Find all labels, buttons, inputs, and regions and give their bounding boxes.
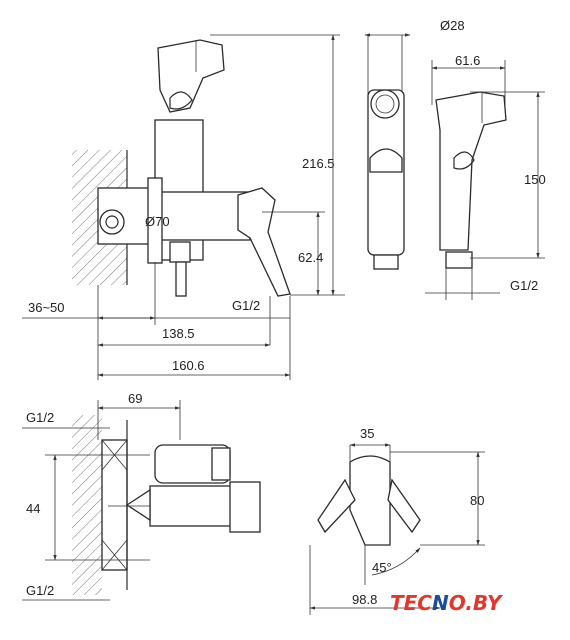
dim-lever-angle: 45° <box>372 560 392 575</box>
dim-width-69: 69 <box>128 391 142 406</box>
dim-head-height: 150 <box>524 172 546 187</box>
lever-handle <box>349 455 391 546</box>
dim-lever-depth: 98.8 <box>352 592 377 607</box>
dim-outlet-height: 62.4 <box>298 250 323 265</box>
side-view-dims <box>22 34 345 380</box>
dim-total-height: 216.5 <box>302 156 335 171</box>
dim-wall-depth: 36~50 <box>28 300 65 315</box>
mixer-body <box>149 191 251 241</box>
brand-logo: TECNO.BY <box>390 591 504 615</box>
dim-head-width: 61.6 <box>455 53 480 68</box>
lever-front-view <box>309 443 485 615</box>
dim-thread-side: G1/2 <box>510 278 538 293</box>
dim-rosette-dia: Ø70 <box>145 214 170 229</box>
front-view-head <box>364 33 411 270</box>
brand-part1: TEC <box>390 591 432 615</box>
dim-bottom-thread-top: G1/2 <box>26 410 54 425</box>
dim-top-hose-dia: Ø28 <box>440 18 465 33</box>
side-view-head <box>425 60 545 300</box>
dim-total-depth: 160.6 <box>172 358 205 373</box>
dim-height-44: 44 <box>26 501 40 516</box>
dim-lever-height: 80 <box>470 493 484 508</box>
brand-part3: O.BY <box>449 591 504 615</box>
dim-thread-bottom: G1/2 <box>232 298 260 313</box>
lever <box>237 187 291 297</box>
brand-part2: N <box>432 591 449 615</box>
dim-bottom-thread-bottom: G1/2 <box>26 583 54 598</box>
dim-body-depth: 138.5 <box>162 326 195 341</box>
side-view <box>72 39 291 297</box>
shower-head-side <box>435 91 507 251</box>
top-view <box>22 400 261 601</box>
dim-lever-width: 35 <box>360 426 374 441</box>
